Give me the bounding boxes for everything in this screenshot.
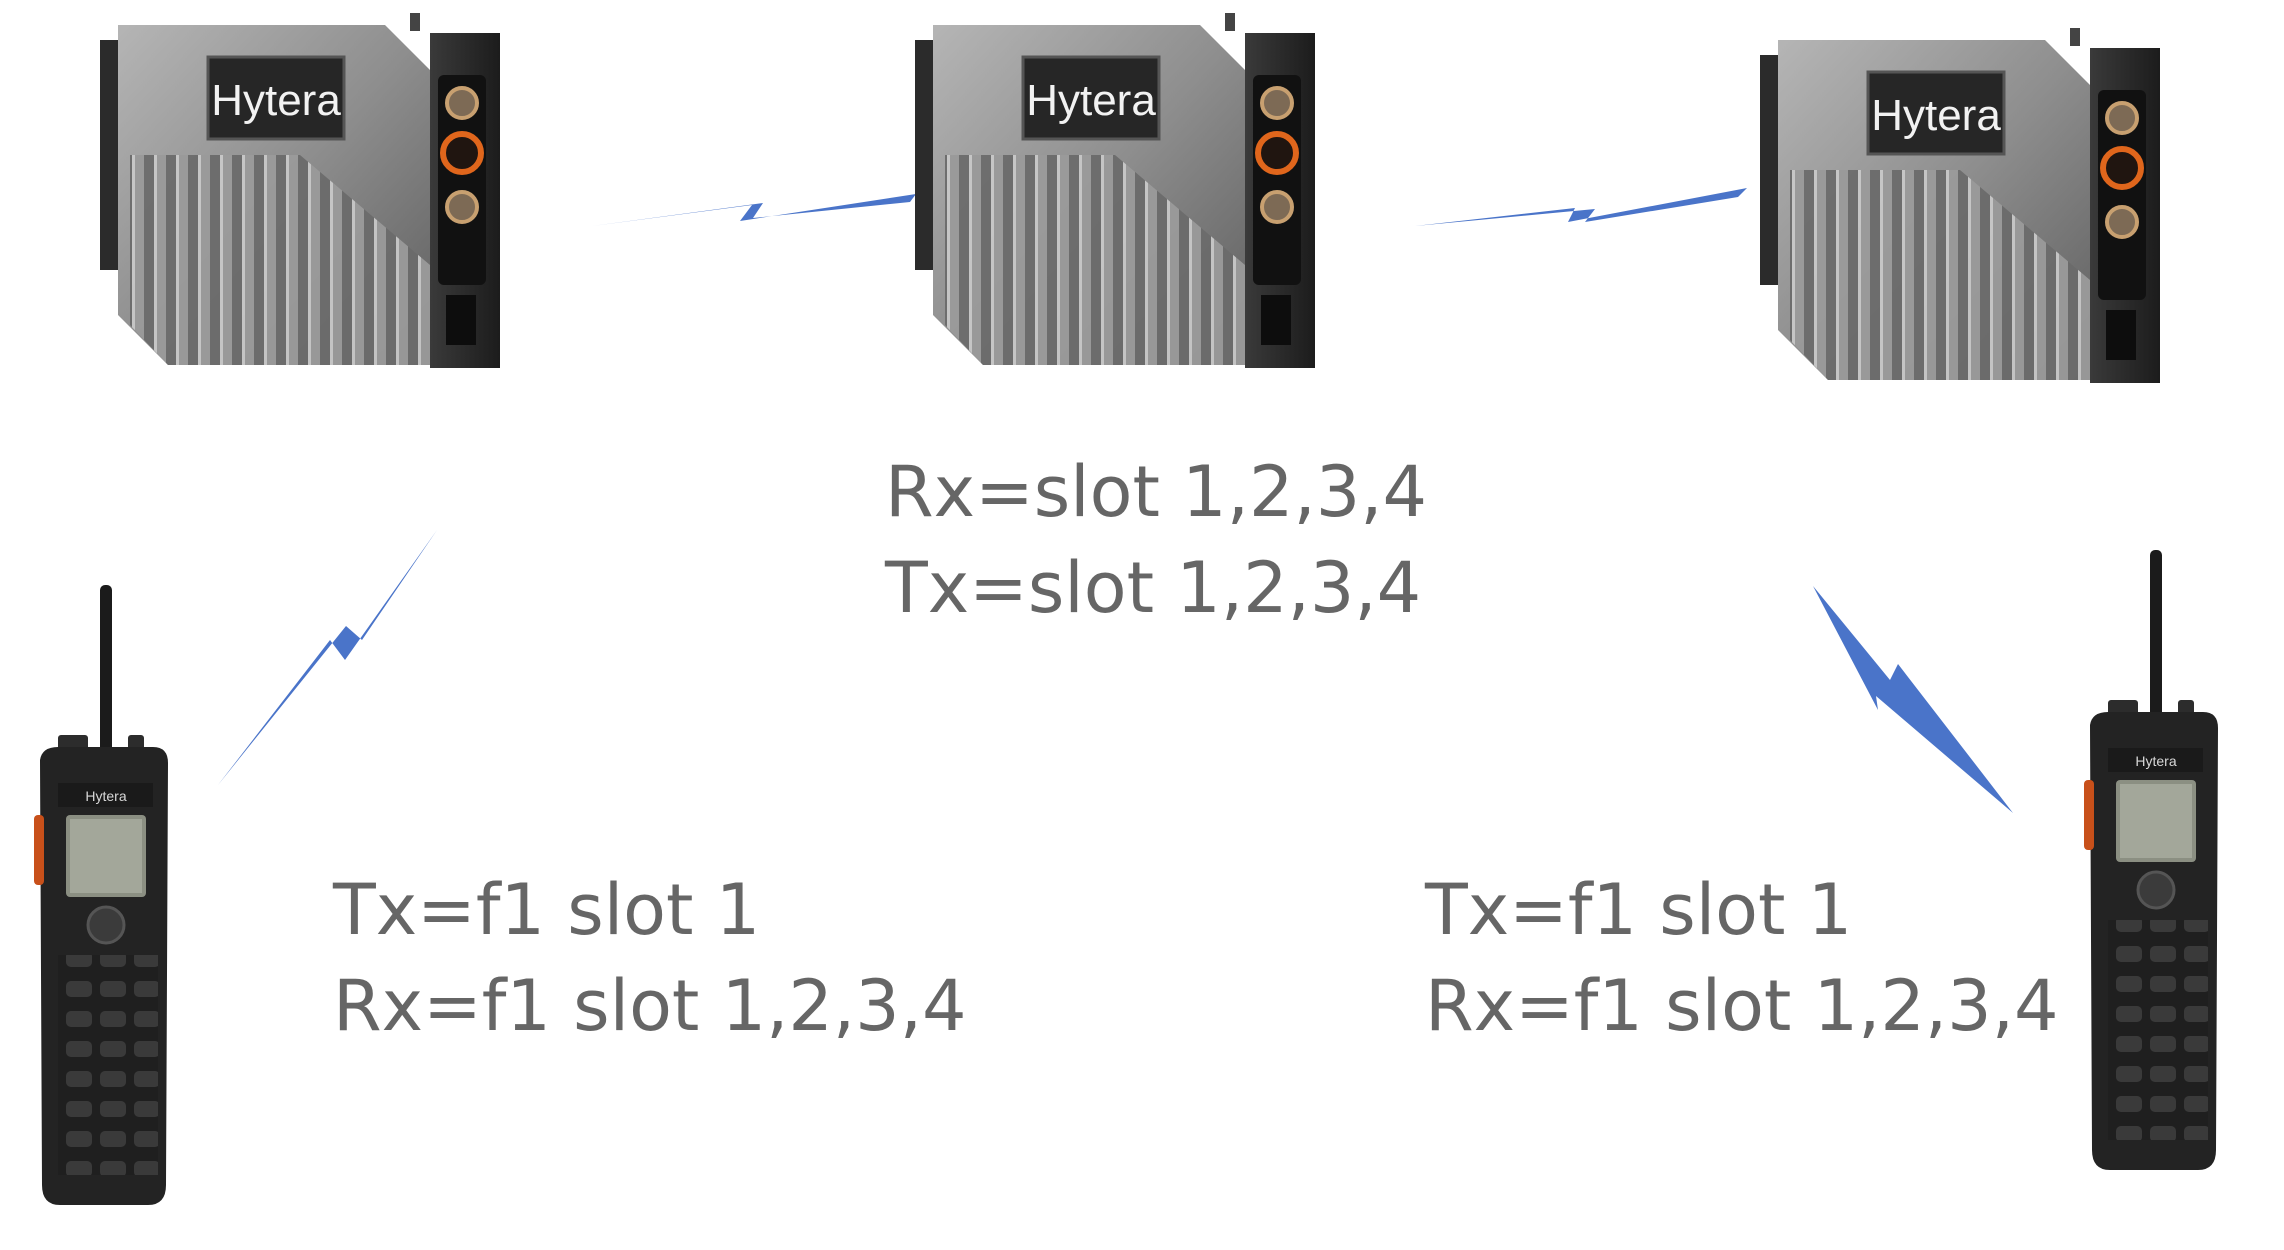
repeater-left: Hytera	[100, 13, 500, 368]
center-caption-line1: Rx=slot 1,2,3,4	[885, 451, 1428, 533]
repeater-center: Hytera	[915, 13, 1315, 368]
right-radio-caption: Tx=f1 slot 1 Rx=f1 slot 1,2,3,4	[1425, 862, 2059, 1054]
left-caption-line2: Rx=f1 slot 1,2,3,4	[333, 965, 967, 1047]
repeater-right: Hytera	[1760, 28, 2160, 383]
left-caption-line1: Tx=f1 slot 1	[333, 869, 761, 951]
center-caption-line2: Tx=slot 1,2,3,4	[885, 547, 1422, 629]
right-caption-line2: Rx=f1 slot 1,2,3,4	[1425, 965, 2059, 1047]
repeater-brand-label: Hytera	[1871, 91, 2001, 140]
repeater-brand-label: Hytera	[1026, 76, 1156, 125]
link-radio-right	[1813, 586, 2013, 813]
link-repeater-1-2	[592, 194, 916, 226]
radio-left: Hytera	[32, 583, 170, 1207]
link-radio-left	[218, 530, 437, 785]
radio-brand-label: Hytera	[85, 788, 126, 804]
right-caption-line1: Tx=f1 slot 1	[1425, 869, 1853, 951]
radio-right: Hytera	[2082, 548, 2220, 1172]
center-slot-caption: Rx=slot 1,2,3,4 Tx=slot 1,2,3,4	[885, 444, 1427, 636]
radio-brand-label: Hytera	[2135, 753, 2176, 769]
link-repeater-2-3	[1415, 188, 1747, 226]
repeater-brand-label: Hytera	[211, 76, 341, 125]
left-radio-caption: Tx=f1 slot 1 Rx=f1 slot 1,2,3,4	[333, 862, 967, 1054]
